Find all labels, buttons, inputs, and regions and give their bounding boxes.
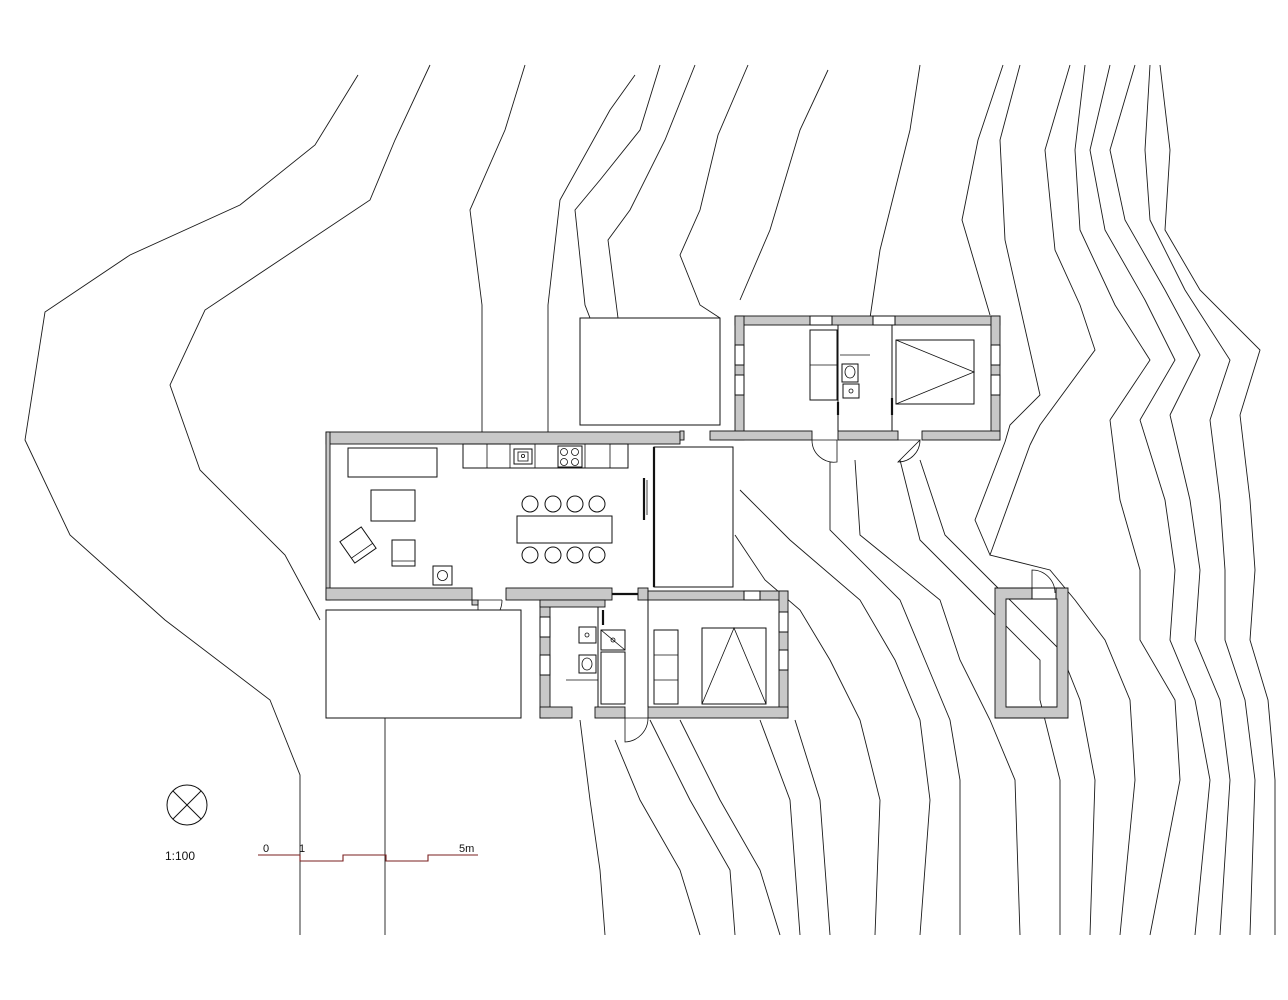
shower-icon	[600, 629, 626, 651]
terrain-contours	[24, 64, 1276, 936]
door-swing-icon	[624, 717, 649, 743]
southwest-terrace-pad	[325, 609, 522, 719]
sofa	[347, 447, 438, 478]
scale-bar: 0 1 5m	[258, 843, 478, 862]
kitchen-counter	[462, 443, 629, 469]
cooktop-icon	[557, 445, 583, 468]
door-swing-icon	[811, 439, 838, 463]
central-deck	[653, 446, 734, 588]
north-guest-wing	[679, 315, 1001, 463]
door-swing-icon	[897, 439, 921, 463]
kitchen-sink-icon	[513, 448, 533, 465]
armchair-icon	[339, 526, 377, 564]
wardrobe	[653, 629, 679, 705]
bed	[701, 626, 767, 705]
upper-terrace-pad	[579, 317, 721, 426]
washbasin-icon	[842, 383, 860, 399]
armchair-icon	[391, 539, 416, 567]
coffee-table	[370, 489, 416, 522]
scale-bar-label-0: 0	[263, 843, 269, 855]
outbuilding	[994, 569, 1069, 719]
bed	[895, 339, 976, 405]
washbasin-icon	[578, 626, 597, 644]
scale-bar-label-1: 1	[299, 843, 305, 855]
stove-icon	[432, 565, 453, 586]
wardrobe	[600, 651, 626, 705]
scale-ratio-label: 1:100	[165, 849, 195, 863]
dining-chairs	[521, 495, 606, 564]
door-swing-icon	[1031, 569, 1056, 594]
scale-bar-label-5m: 5m	[459, 843, 474, 855]
north-arrow-circle-icon	[166, 784, 208, 826]
toilet-icon	[841, 363, 859, 383]
toilet-icon	[578, 654, 597, 674]
south-bedroom-wing	[539, 590, 789, 743]
dining-table	[516, 515, 613, 544]
main-living-wing	[325, 431, 681, 626]
